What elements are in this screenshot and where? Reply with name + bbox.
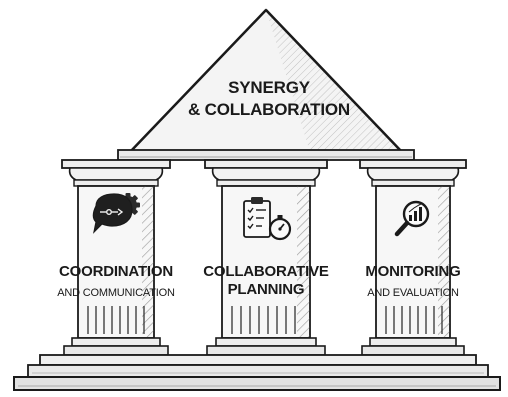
pillar-monitoring xyxy=(359,159,467,356)
roof-title-line2: & COLLABORATION xyxy=(188,100,350,119)
pillar-2-title: COLLABORATIVE xyxy=(203,263,329,280)
pillar-coordination xyxy=(61,159,171,356)
roof-title-line1: SYNERGY xyxy=(228,78,310,97)
pillar-1-title: COORDINATION xyxy=(59,263,173,280)
pillar-3-subtitle: AND EVALUATION xyxy=(367,287,459,299)
base-steps xyxy=(13,354,501,391)
roof-pediment xyxy=(117,8,415,161)
pillar-2-title-line2: PLANNING xyxy=(227,281,305,298)
pillar-1-subtitle: AND COMMUNICATION xyxy=(57,287,175,299)
pillar-planning xyxy=(204,159,328,356)
speech-bubbles-gear-icon xyxy=(92,193,140,234)
checklist-stopwatch-icon xyxy=(243,197,292,241)
magnifier-bar-chart-icon xyxy=(394,200,430,237)
pillar-3-title: MONITORING xyxy=(365,263,461,280)
